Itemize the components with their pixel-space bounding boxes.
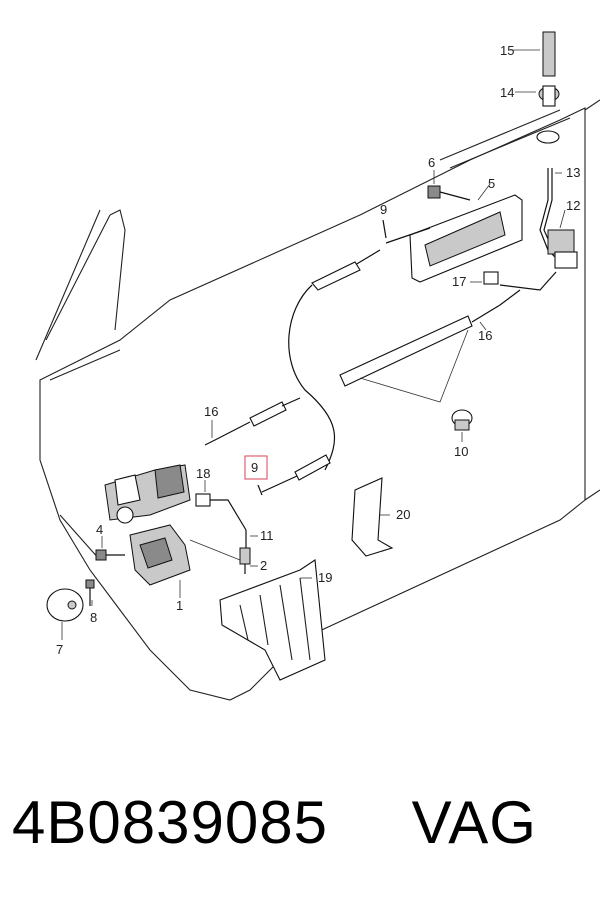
- part-7-striker-plate: [46, 588, 84, 640]
- part-19-bracket: [219, 559, 326, 681]
- callout-10: 10: [454, 444, 468, 459]
- part-5-interior-handle: [409, 183, 523, 283]
- callout-17: 17: [452, 274, 466, 289]
- callout-20: 20: [396, 507, 410, 522]
- part-caption: 4B0839085 VAG: [12, 788, 592, 868]
- callout-12: 12: [566, 198, 580, 213]
- callout-18: 18: [196, 466, 210, 481]
- part-16-outer-cable: [339, 271, 557, 403]
- part-14-grommet: [515, 85, 560, 107]
- part-1-door-lock: [104, 464, 191, 598]
- part-8-bolt: [85, 579, 95, 606]
- callout-9-upper: 9: [380, 202, 387, 217]
- callout-9-highlighted: 9: [251, 460, 258, 475]
- callout-15: 15: [500, 43, 514, 58]
- exploded-parts-diagram: 15 14 6 13 5 12 9 17 16 16 10 9 18 20 4 …: [35, 31, 600, 701]
- part-18-connector: [195, 480, 247, 531]
- callout-11: 11: [260, 528, 274, 543]
- part-6-screw: [427, 170, 471, 201]
- part-9-upper-cable: [288, 219, 431, 471]
- part-9-lower-cable: [257, 454, 331, 496]
- part-12-rod-guide: [547, 209, 578, 269]
- callout-14: 14: [500, 85, 514, 100]
- highlighted-part-box: [244, 455, 268, 480]
- part-11-rod: [245, 530, 258, 548]
- part-17-clip: [470, 271, 499, 285]
- part-16-inner-cable: [204, 397, 301, 446]
- callout-1: 1: [176, 598, 183, 613]
- brand-name: VAG: [411, 789, 537, 856]
- callout-8: 8: [90, 610, 97, 625]
- callout-4: 4: [96, 522, 103, 537]
- callout-7: 7: [56, 642, 63, 657]
- part-2-pin: [189, 539, 258, 574]
- callout-2: 2: [260, 558, 267, 573]
- callout-19: 19: [318, 570, 332, 585]
- callout-6: 6: [428, 155, 435, 170]
- callout-5: 5: [488, 176, 495, 191]
- washer: [536, 130, 560, 144]
- part-4-screw: [95, 536, 125, 561]
- callout-16-right: 16: [478, 328, 492, 343]
- part-number: 4B0839085: [12, 789, 328, 856]
- callout-16-left: 16: [204, 404, 218, 419]
- part-10-cable-clip: [451, 409, 473, 442]
- part-20-mount-bracket: [351, 477, 394, 557]
- part-15-lock-knob: [510, 31, 556, 77]
- callout-13: 13: [566, 165, 580, 180]
